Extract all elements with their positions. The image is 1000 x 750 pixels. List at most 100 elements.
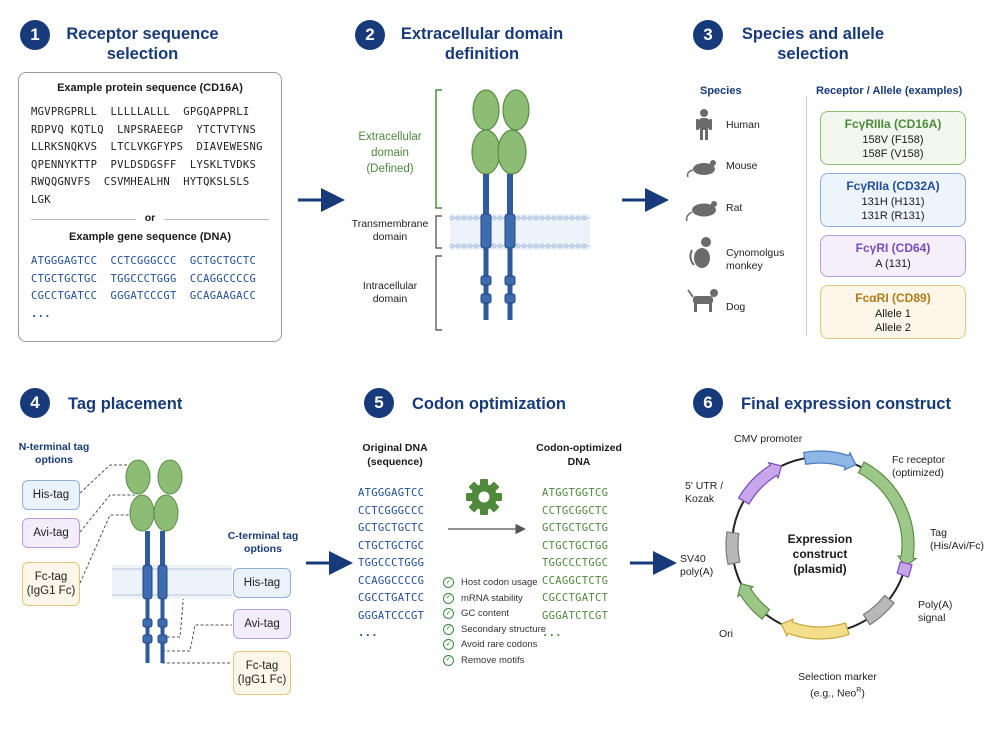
receptor-box-cd16a: FcγRIIIa (CD16A) 158V (F158) 158F (V158) [820, 111, 966, 165]
lipid-head [551, 243, 557, 249]
or-label: or [144, 212, 156, 224]
lipid-head [467, 215, 473, 221]
lipid-head [545, 243, 551, 249]
selection-marker-label: Selection marker (e.g., NeoR) [780, 671, 895, 701]
check-item: ✓Secondary structure [443, 622, 546, 638]
lipid-head [473, 243, 479, 249]
species-dog: Dog [726, 301, 746, 313]
original-dna-sequence: ATGGGAGTCC CCTCGGGCCC GCTGCTGCTC CTGCTGC… [358, 485, 424, 643]
utr-kozak-segment [737, 461, 783, 505]
lipid-head [563, 243, 569, 249]
species-mouse: Mouse [726, 160, 758, 172]
or-divider: or [31, 212, 269, 226]
column-divider [806, 96, 807, 336]
protein-sequence: MGVPRGPRLL LLLLLALLL GPGQAPPRLI RDPVQ KQ… [31, 104, 263, 209]
dna-ellipsis: ... [31, 307, 51, 320]
cmv-label: CMV promoter [734, 433, 803, 445]
tm-label-line1: Transmembrane [351, 218, 429, 230]
orig-seq-line: ATGGGAGTCC [358, 487, 425, 499]
panel6-title: Final expression construct [741, 395, 951, 413]
orig-seq-line: GCTGCTGCTC [358, 522, 425, 534]
check-label: Secondary structure [461, 623, 547, 635]
allele-header: Receptor / Allele (examples) [816, 85, 963, 97]
lipid-head [545, 215, 551, 221]
opt-header-line1: Codon-optimized [536, 442, 622, 454]
check-icon: ✓ [443, 592, 454, 604]
orig-seq-line: CCTCGGGCCC [358, 504, 425, 517]
ecd-label-line1: Extracellular [358, 131, 422, 143]
utr-line1: 5' UTR / [685, 480, 724, 492]
check-item: ✓Avoid rare codons [443, 637, 546, 653]
orig-seq-line: TGGCCCTGGG [358, 557, 425, 569]
tag-line1: Tag [930, 527, 947, 539]
species-icons [685, 109, 718, 312]
center-line3: (plasmid) [793, 562, 847, 576]
tag-receptor-right [153, 459, 183, 663]
lipid-head [491, 215, 497, 221]
sequence-box: Example protein sequence (CD16A) MGVPRGP… [18, 72, 282, 342]
lipid-head [533, 215, 539, 221]
allele-line: A (131) [875, 258, 911, 270]
plasmid-map [725, 450, 918, 640]
receptor-box-cd64: FcγRI (CD64) A (131) [820, 235, 966, 277]
allele-line: Allele 1 [874, 308, 912, 320]
lipid-head [527, 243, 533, 249]
species-human: Human [726, 119, 760, 131]
check-label: Host codon usage [461, 577, 538, 589]
step-1-badge: 1 [20, 20, 50, 50]
lipid-head [569, 243, 575, 249]
panel3-title-line2: selection [777, 45, 849, 63]
lipid-head [575, 215, 581, 221]
sv40-line1: SV40 [680, 553, 706, 565]
ecd-label-line3: (Defined) [366, 163, 414, 175]
orig-seq-line: CTGCTGCTGC [358, 539, 425, 552]
check-item: ✓mRNA stability [443, 591, 546, 607]
species-header: Species [700, 85, 742, 97]
lipid-head [449, 243, 455, 249]
protein-line: MGVPRGPRLL LLLLLALLL GPGQAPPRLI [31, 106, 250, 118]
tag-segment [896, 561, 913, 578]
lipid-head [455, 243, 461, 249]
fc-label-line2: (optimized) [892, 467, 944, 479]
dog-icon [687, 289, 718, 312]
opt-seq-line: CCAGGCTCTG [542, 574, 609, 587]
protein-line: LLRKSNQKVS LTCLVKGFYPS DIAVEWESNG [31, 141, 263, 153]
c-fc-line1: Fc-tag [245, 660, 279, 672]
lipid-head [581, 243, 587, 249]
receptor-box-cd89: FcαRI (CD89) Allele 1 Allele 2 [820, 285, 966, 339]
ecd-label-line2: domain [371, 147, 409, 159]
optimized-dna-sequence: ATGGTGGTCG CCTGCGGCTC GCTGCTGCTG CTGCTGC… [542, 485, 608, 643]
original-dna-header: Original DNA (sequence) [345, 441, 445, 469]
lipid-head [515, 215, 521, 221]
check-item: ✓GC content [443, 606, 546, 622]
panel2-title-line2: definition [444, 45, 520, 63]
protein-heading: Example protein sequence (CD16A) [57, 82, 243, 94]
opt-seq-line: GCTGCTGCTG [542, 522, 609, 534]
utr-line2: Kozak [685, 493, 715, 505]
lipid-head [521, 215, 527, 221]
receptor-structure-diagram [435, 89, 590, 331]
allele-line: 131R (R131) [861, 210, 925, 222]
n-term-line2: options [35, 454, 73, 466]
c-term-label: C-terminal tag options [218, 530, 308, 556]
opt-seq-line: CGCCTGATCT [542, 592, 609, 604]
species-cynomolgus-line2: monkey [726, 260, 763, 272]
ic-label-line2: domain [372, 293, 408, 305]
sv40-polya-segment [725, 531, 741, 566]
n-fc-line2: (IgG1 Fc) [26, 585, 76, 597]
check-icon: ✓ [443, 639, 454, 651]
polya-signal-label: Poly(A) signal [918, 599, 952, 625]
lipid-head [557, 243, 563, 249]
tm-label-line2: domain [372, 231, 408, 243]
panel1-title: Receptor sequence selection [55, 24, 230, 64]
lipid-head [539, 215, 545, 221]
orig-seq-line: GGGATCCCGT [358, 609, 425, 622]
allele-line: 131H (H131) [861, 196, 925, 208]
sel-line1: Selection marker [798, 671, 877, 683]
lipid-head [569, 215, 575, 221]
allele-line: 158F (V158) [862, 148, 924, 160]
dna-heading: Example gene sequence (DNA) [69, 231, 231, 243]
step-6-badge: 6 [693, 388, 723, 418]
dna-line: ATGGGAGTCC CCTCGGGCCC GCTGCTGCTC [31, 255, 257, 267]
panel3-title: Species and allele selection [728, 24, 898, 64]
